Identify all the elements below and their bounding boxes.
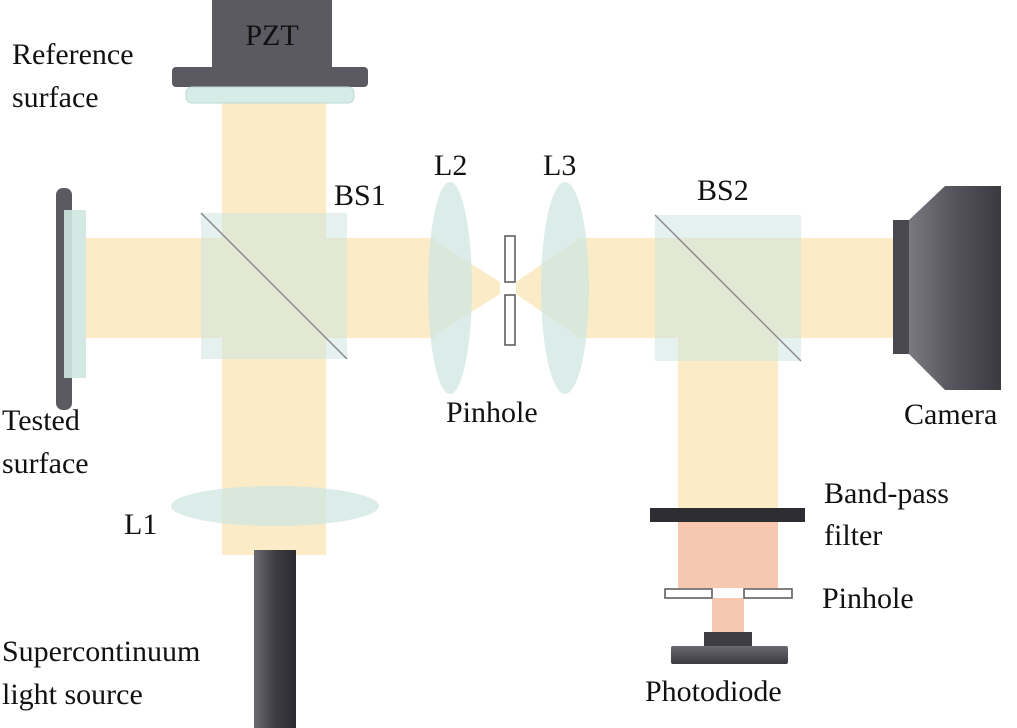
lens-l3 <box>541 182 589 394</box>
camera-label: Camera <box>904 398 997 431</box>
bandpass-filter-label-line1: Band-pass <box>824 477 949 510</box>
pinhole-center-label: Pinhole <box>446 396 538 429</box>
photodiode-pinhole-label: Pinhole <box>822 582 914 615</box>
tested-surface-label-line1: Tested <box>2 404 80 437</box>
pzt-label: PZT <box>245 19 298 52</box>
photodiode <box>671 632 788 664</box>
camera <box>893 186 1001 390</box>
source-label-line1: Supercontinuum <box>2 635 200 668</box>
l1-label: L1 <box>124 508 157 541</box>
tested-surface-label-line2: surface <box>2 447 89 480</box>
tested-surface-mirror <box>64 210 86 378</box>
bandpass-filter-label-line2: filter <box>824 519 882 552</box>
photodiode-pinhole-right <box>743 588 793 599</box>
source-label-line2: light source <box>2 678 143 711</box>
l2-label: L2 <box>434 149 467 182</box>
bs2-label: BS2 <box>697 174 749 207</box>
lens-l2 <box>428 182 472 394</box>
pinhole-upper-plate <box>504 235 516 283</box>
photodiode-label: Photodiode <box>645 675 782 708</box>
pinhole-lower-plate <box>504 294 516 346</box>
reference-surface-label-line1: Reference <box>12 38 134 71</box>
reference-surface-label-line2: surface <box>12 81 99 114</box>
bandpass-filter <box>650 508 805 522</box>
reference-surface-mirror <box>185 86 355 104</box>
photodiode-pinhole-left <box>664 588 713 599</box>
filtered-beam-after-pinhole <box>712 598 744 634</box>
lens-l1 <box>171 486 379 526</box>
pzt-mount-plate <box>172 67 368 87</box>
beam-splitter-bs1 <box>200 212 348 360</box>
filtered-beam <box>678 520 778 588</box>
pzt-actuator <box>212 0 332 68</box>
l3-label: L3 <box>543 149 576 182</box>
beam-splitter-bs2 <box>654 214 802 362</box>
bs1-label: BS1 <box>334 179 386 212</box>
supercontinuum-fiber <box>254 550 296 728</box>
